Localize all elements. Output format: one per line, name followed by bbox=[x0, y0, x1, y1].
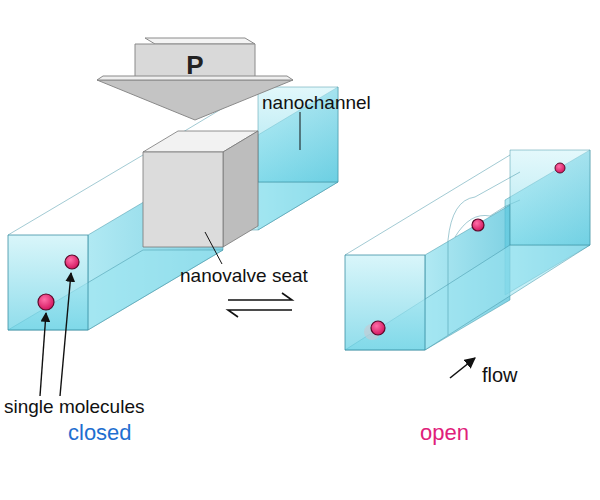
leader-line bbox=[205, 232, 222, 264]
flow-label: flow bbox=[482, 364, 518, 387]
part-label: nanovalve seat bbox=[180, 265, 308, 287]
channel-front bbox=[8, 235, 88, 330]
flow-arrow bbox=[450, 358, 475, 378]
open-channel bbox=[345, 150, 590, 350]
molecule bbox=[371, 321, 385, 335]
part-label: single molecules bbox=[4, 396, 144, 418]
molecule bbox=[555, 163, 565, 173]
leader-line bbox=[40, 313, 46, 396]
valve-seat bbox=[143, 131, 258, 247]
pressure-label: P bbox=[95, 50, 295, 81]
molecule bbox=[65, 255, 79, 269]
molecule bbox=[38, 294, 54, 310]
channel-front bbox=[345, 255, 425, 350]
state-label: open bbox=[420, 420, 469, 446]
leader-line bbox=[300, 112, 301, 150]
molecule bbox=[472, 219, 484, 231]
state-label: closed bbox=[68, 420, 132, 446]
equilibrium-arrows bbox=[228, 293, 292, 317]
part-label: nanochannel bbox=[262, 92, 371, 114]
leader-line bbox=[60, 273, 71, 396]
